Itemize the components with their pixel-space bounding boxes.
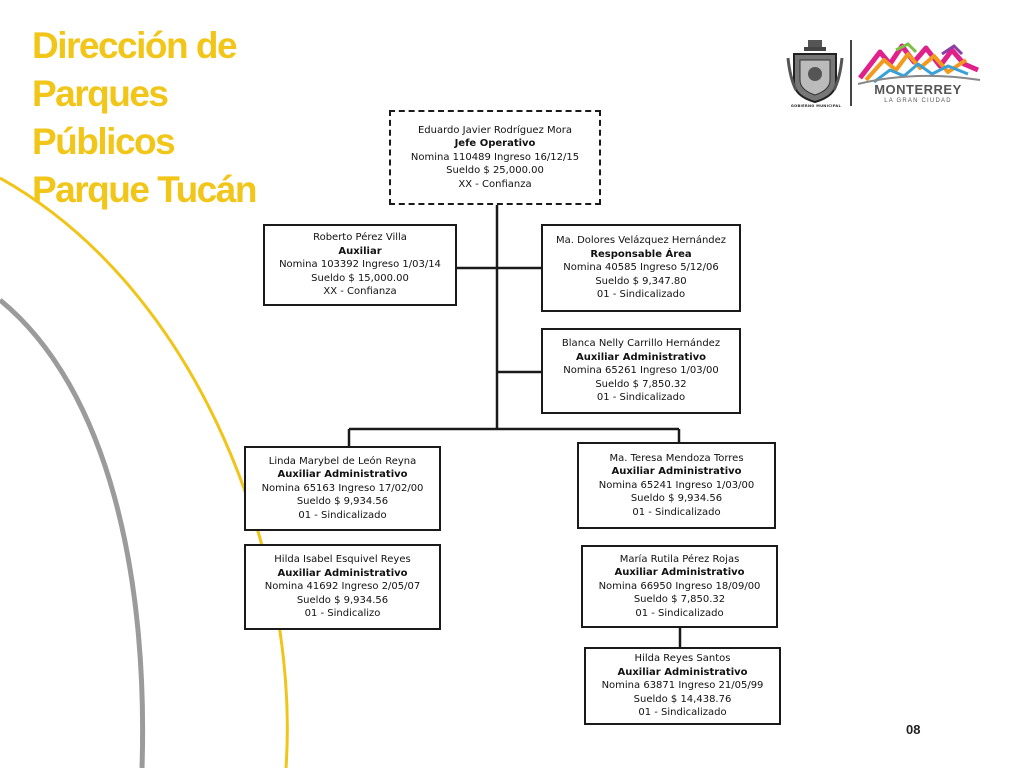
- node-tipo: 01 - Sindicalizado: [635, 607, 724, 619]
- title-line-1: Dirección de: [32, 25, 238, 66]
- node-role: Auxiliar Administrativo: [277, 469, 408, 481]
- node-tipo: 01 - Sindicalizado: [596, 392, 686, 404]
- node-sueldo: Sueldo $ 9,934.56: [630, 493, 723, 505]
- node-name: Ma. Dolores Velázquez Hernández: [555, 235, 727, 247]
- node-nomina: Nomina 65241 Ingreso 1/03/00: [598, 479, 755, 491]
- node-role: Jefe Operativo: [454, 138, 536, 150]
- node-sueldo: Sueldo $ 15,000.00: [311, 272, 409, 284]
- gray-arc: [0, 298, 146, 768]
- node-hilda-isabel: Hilda Isabel Esquivel Reyes Auxiliar Adm…: [244, 544, 441, 630]
- node-tipo: XX - Confianza: [458, 178, 532, 190]
- node-name: Ma. Teresa Mendoza Torres: [609, 452, 744, 464]
- node-role: Auxiliar Administrativo: [611, 466, 742, 478]
- node-maria-rutila: María Rutila Pérez Rojas Auxiliar Admini…: [581, 545, 778, 628]
- node-name: Roberto Pérez Villa: [313, 232, 407, 244]
- node-role: Responsable Área: [590, 248, 692, 260]
- node-role: Auxiliar Administrativo: [614, 567, 745, 579]
- node-sueldo: Sueldo $ 14,438.76: [633, 693, 732, 705]
- yellow-arc: [0, 176, 289, 768]
- node-roberto: Roberto Pérez Villa Auxiliar Nomina 1033…: [263, 224, 457, 306]
- node-nomina: Nomina 66950 Ingreso 18/09/00: [598, 580, 761, 592]
- node-name: Eduardo Javier Rodríguez Mora: [417, 124, 573, 136]
- node-role: Auxiliar Administrativo: [617, 666, 748, 678]
- node-teresa: Ma. Teresa Mendoza Torres Auxiliar Admin…: [577, 442, 776, 529]
- logos-area: GOBIERNO MUNICIPAL MONTERREY LA GRAN CIU…: [786, 38, 986, 114]
- node-tipo: 01 - Sindicalizo: [304, 608, 381, 620]
- node-name: María Rutila Pérez Rojas: [619, 553, 740, 565]
- node-nomina: Nomina 65163 Ingreso 17/02/00: [261, 482, 424, 494]
- node-dolores: Ma. Dolores Velázquez Hernández Responsa…: [541, 224, 741, 312]
- monterrey-tagline: LA GRAN CIUDAD: [884, 98, 952, 104]
- node-sueldo: Sueldo $ 25,000.00: [446, 165, 544, 177]
- logo-separator: [850, 40, 852, 106]
- node-name: Hilda Isabel Esquivel Reyes: [274, 554, 411, 566]
- node-tipo: XX - Confianza: [323, 286, 397, 298]
- node-nomina: Nomina 103392 Ingreso 1/03/14: [279, 259, 441, 271]
- node-nomina: Nomina 41692 Ingreso 2/05/07: [264, 581, 421, 593]
- node-nomina: Nomina 63871 Ingreso 21/05/99: [601, 680, 764, 692]
- node-tipo: 01 - Sindicalizado: [596, 289, 686, 301]
- monterrey-mountain-logo-icon: [857, 42, 981, 85]
- title-line-3: Públicos: [32, 121, 176, 162]
- node-role: Auxiliar Administrativo: [575, 351, 707, 363]
- node-name: Hilda Reyes Santos: [634, 653, 731, 665]
- page-title: Dirección de Parques Públicos Parque Tuc…: [32, 22, 257, 214]
- node-name: Blanca Nelly Carrillo Hernández: [561, 338, 721, 350]
- node-jefe-operativo: Eduardo Javier Rodríguez Mora Jefe Opera…: [389, 110, 601, 205]
- node-tipo: 01 - Sindicalizado: [638, 707, 727, 719]
- node-sueldo: Sueldo $ 7,850.32: [595, 378, 687, 390]
- node-name: Linda Marybel de León Reyna: [268, 455, 417, 467]
- node-role: Auxiliar: [338, 245, 382, 257]
- title-line-4: Parque Tucán: [32, 169, 257, 210]
- node-sueldo: Sueldo $ 9,347.80: [595, 275, 687, 287]
- node-tipo: 01 - Sindicalizado: [298, 509, 387, 521]
- node-sueldo: Sueldo $ 7,850.32: [633, 594, 726, 606]
- title-line-2: Parques: [32, 73, 169, 114]
- node-nomina: Nomina 110489 Ingreso 16/12/15: [410, 151, 580, 163]
- page-number: 08: [906, 722, 921, 737]
- node-hilda-reyes: Hilda Reyes Santos Auxiliar Administrati…: [584, 647, 781, 725]
- node-nomina: Nomina 40585 Ingreso 5/12/06: [563, 262, 719, 274]
- node-sueldo: Sueldo $ 9,934.56: [296, 594, 389, 606]
- node-nomina: Nomina 65261 Ingreso 1/03/00: [563, 365, 719, 377]
- municipal-shield-icon: [786, 40, 844, 104]
- escudo-caption: GOBIERNO MUNICIPAL: [790, 104, 842, 108]
- node-role: Auxiliar Administrativo: [277, 567, 408, 579]
- node-linda: Linda Marybel de León Reyna Auxiliar Adm…: [244, 446, 441, 531]
- node-sueldo: Sueldo $ 9,934.56: [296, 496, 389, 508]
- monterrey-name: MONTERREY: [874, 82, 962, 97]
- node-blanca: Blanca Nelly Carrillo Hernández Auxiliar…: [541, 328, 741, 414]
- node-tipo: 01 - Sindicalizado: [632, 506, 721, 518]
